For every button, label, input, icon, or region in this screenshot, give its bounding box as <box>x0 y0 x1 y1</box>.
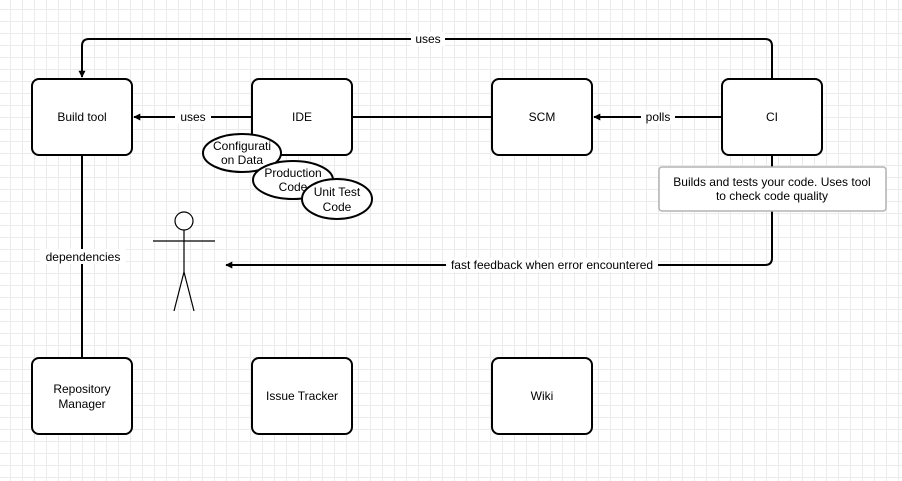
unit-test-code-label-line-1: Unit Test <box>314 185 361 199</box>
edge-ci-fast-feedback[interactable]: fast feedback when error encountered <box>225 155 773 272</box>
wiki-label: Wiki <box>531 389 554 403</box>
configuration-data-label-line-2: on Data <box>221 153 263 167</box>
edge-label-uses-top: uses <box>415 32 440 46</box>
build-tool-node[interactable]: Build tool <box>31 78 133 156</box>
ide-label: IDE <box>292 110 312 124</box>
production-code-label-line-2: Code <box>279 180 308 194</box>
scm-label: SCM <box>529 110 556 124</box>
ci-node[interactable]: CI <box>721 78 823 156</box>
ci-note: Builds and tests your code. Uses tool to… <box>658 166 887 212</box>
production-code-ellipse[interactable]: Production Code <box>252 160 334 200</box>
unit-test-code-ellipse[interactable]: Unit Test Code <box>301 178 373 220</box>
ci-label: CI <box>766 110 778 124</box>
configuration-data-label-line-1: Configurati <box>213 139 271 153</box>
edge-label-fast-feedback: fast feedback when error encountered <box>451 258 653 272</box>
unit-test-code-label-line-2: Code <box>323 200 352 214</box>
repository-manager-label-line-2: Manager <box>58 397 105 411</box>
edge-label-uses-ide: uses <box>180 110 205 124</box>
repository-manager-label-line-1: Repository <box>53 382 110 396</box>
repository-manager-node[interactable]: Repository Manager <box>31 357 133 435</box>
edge-ci-polls-scm[interactable]: polls <box>593 110 722 124</box>
ci-note-line-2: to check code quality <box>716 189 828 203</box>
scm-node[interactable]: SCM <box>491 78 593 156</box>
issue-tracker-label: Issue Tracker <box>266 389 338 403</box>
edge-ci-uses-build-tool[interactable]: uses <box>78 32 773 79</box>
wiki-node[interactable]: Wiki <box>491 357 593 435</box>
production-code-label-line-1: Production <box>264 166 321 180</box>
configuration-data-ellipse[interactable]: Configurati on Data <box>202 133 282 173</box>
edge-label-polls: polls <box>646 110 671 124</box>
edge-ide-uses-build-tool[interactable]: uses <box>133 110 251 124</box>
edge-label-dependencies: dependencies <box>46 250 121 264</box>
ide-node[interactable]: IDE <box>251 78 353 156</box>
actor-icon[interactable] <box>153 211 215 312</box>
issue-tracker-node[interactable]: Issue Tracker <box>251 357 353 435</box>
edge-build-tool-dependencies[interactable]: dependencies <box>40 155 126 358</box>
ci-note-line-1: Builds and tests your code. Uses tool <box>673 175 870 189</box>
build-tool-label: Build tool <box>57 110 106 124</box>
